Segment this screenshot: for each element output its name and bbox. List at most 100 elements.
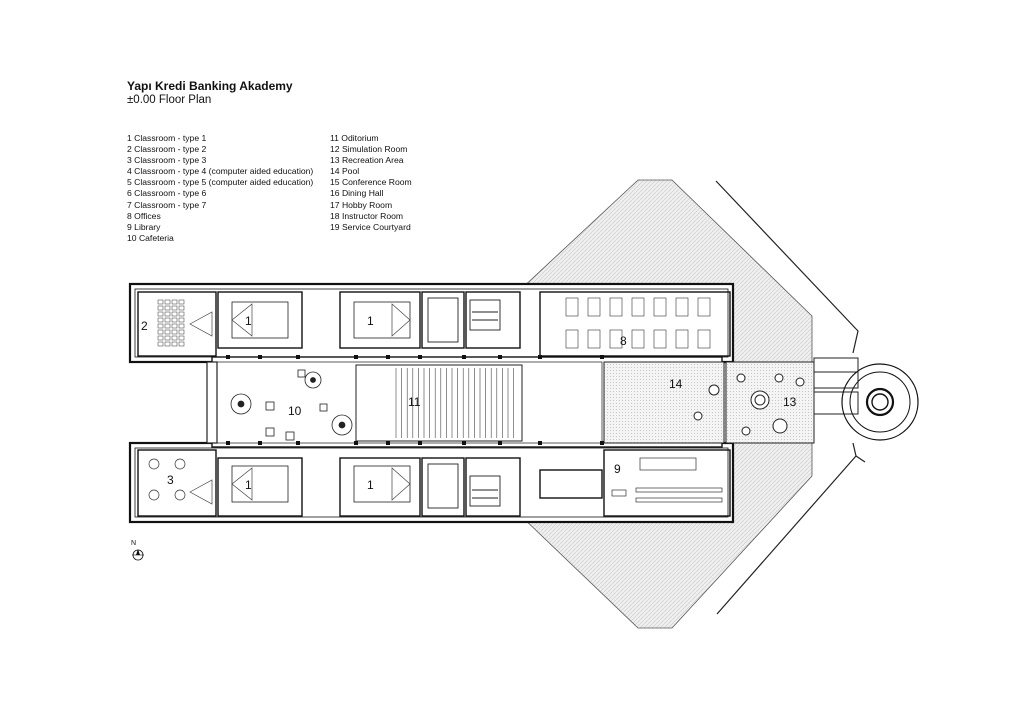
seat: [164, 335, 171, 341]
seat: [157, 317, 164, 323]
seat: [164, 305, 171, 311]
column: [354, 441, 358, 445]
column: [386, 355, 390, 359]
seat: [178, 299, 185, 305]
seat: [171, 323, 178, 329]
office-desk: [565, 297, 579, 317]
stair-cores: [427, 297, 501, 509]
seat: [157, 299, 164, 305]
column: [498, 355, 502, 359]
bridge-walkway: [813, 357, 859, 415]
seat: [164, 317, 171, 323]
classroom-2-seats: [157, 299, 185, 347]
seat: [164, 341, 171, 347]
legend-item: 15 Conference Room: [330, 177, 412, 188]
office-desk: [653, 329, 667, 349]
legend-item: 6 Classroom - type 6: [127, 188, 207, 199]
column: [462, 355, 466, 359]
room-label-1: 1: [367, 314, 374, 328]
auditorium-steps: [395, 368, 514, 438]
legend-right-column: 11 Oditorium 12 Simulation Room 13 Recre…: [330, 133, 412, 233]
classroom-wedges: [189, 303, 411, 505]
legend-item: 19 Service Courtyard: [330, 221, 411, 232]
classroom-3-tables: [148, 458, 186, 501]
seat: [178, 323, 185, 329]
legend-item: 3 Classroom - type 3: [127, 155, 207, 166]
auditorium: [355, 364, 523, 442]
plan-subtitle: ±0.00 Floor Plan: [127, 94, 212, 106]
legend-item: 17 Hobby Room: [330, 199, 393, 210]
seat: [157, 341, 164, 347]
seat: [178, 305, 185, 311]
column: [600, 441, 604, 445]
structural-columns: [226, 355, 604, 445]
room-label-8: 8: [620, 334, 627, 348]
room-label-1: 1: [245, 478, 252, 492]
column: [538, 441, 542, 445]
room-label-1: 1: [367, 478, 374, 492]
column: [296, 355, 300, 359]
seat: [171, 335, 178, 341]
classroom-tables: [231, 301, 411, 503]
seat: [157, 311, 164, 317]
recreation-features: [693, 373, 805, 436]
legend-item: 11 Oditorium: [330, 133, 379, 143]
room-label-1: 1: [245, 314, 252, 328]
column: [418, 355, 422, 359]
legend-item: 1 Classroom - type 1: [127, 133, 207, 143]
column: [296, 441, 300, 445]
stair-tower: [841, 363, 919, 441]
seat: [164, 329, 171, 335]
office-desk: [675, 297, 689, 317]
room-label-2: 2: [141, 319, 148, 333]
office-desk: [697, 329, 711, 349]
seat: [178, 329, 185, 335]
legend-item: 8 Offices: [127, 210, 161, 221]
office-desk: [609, 297, 623, 317]
column: [418, 441, 422, 445]
seat: [171, 305, 178, 311]
seat: [178, 317, 185, 323]
column: [462, 441, 466, 445]
site-lines: [715, 180, 866, 615]
room-label-3: 3: [167, 473, 174, 487]
legend-left-column: 1 Classroom - type 1 2 Classroom - type …: [127, 133, 313, 244]
seat: [178, 311, 185, 317]
seat: [157, 335, 164, 341]
room-label-11: 11: [408, 395, 421, 409]
column: [258, 355, 262, 359]
office-desk: [675, 329, 689, 349]
legend-item: 14 Pool: [330, 166, 360, 177]
office-desk: [653, 297, 667, 317]
seat: [157, 329, 164, 335]
wall-lines: [134, 288, 729, 518]
seat: [171, 311, 178, 317]
legend-item: 4 Classroom - type 4 (computer aided edu…: [127, 166, 314, 177]
seat: [171, 329, 178, 335]
bottom-wing-rooms: [137, 449, 731, 517]
column: [600, 355, 604, 359]
top-wing-rooms: [137, 291, 731, 357]
office-desk: [609, 329, 623, 349]
legend-item: 2 Classroom - type 2: [127, 144, 207, 155]
column: [354, 355, 358, 359]
office-desk: [587, 297, 601, 317]
seat: [157, 323, 164, 329]
legend-item: 16 Dining Hall: [330, 188, 384, 199]
seat: [164, 299, 171, 305]
office-desk: [631, 297, 645, 317]
legend-item: 12 Simulation Room: [330, 144, 408, 155]
legend-item: 5 Classroom - type 5 (computer aided edu…: [127, 177, 314, 188]
seat: [171, 299, 178, 305]
seat: [171, 341, 178, 347]
seat: [164, 311, 171, 317]
north-arrow: N: [131, 540, 144, 561]
column: [226, 355, 230, 359]
pool-area: [603, 361, 725, 444]
seat: [157, 305, 164, 311]
seat: [178, 335, 185, 341]
legend-item: 13 Recreation Area: [330, 155, 404, 166]
column: [498, 441, 502, 445]
west-entrance: [206, 361, 218, 444]
